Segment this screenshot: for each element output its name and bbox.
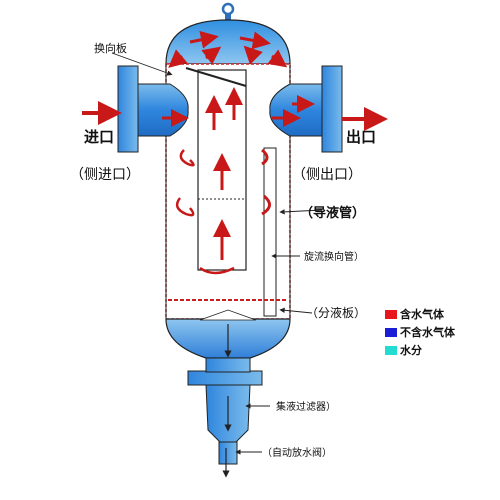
outlet-label: 出口 xyxy=(346,128,377,146)
leader-lines xyxy=(111,52,323,455)
gas-flow-arrows xyxy=(82,30,315,275)
legend-label: 含水气体 xyxy=(400,308,444,321)
legend-swatch xyxy=(385,327,397,337)
water-flow-arrows xyxy=(222,324,232,478)
separator-plate-label: （分液板） xyxy=(306,306,367,320)
legend-item-humid-gas: 含水气体 xyxy=(385,306,444,322)
guide-tube-label: （导液管） xyxy=(300,206,366,221)
lifting-eye-icon xyxy=(221,2,235,20)
legend-label: 水分 xyxy=(400,344,422,357)
drain-valve-label: （自动放水阀） xyxy=(262,448,332,459)
drain-valve xyxy=(218,441,238,465)
legend-swatch xyxy=(385,345,397,355)
legend-swatch xyxy=(385,309,397,319)
legend-item-water: 水分 xyxy=(385,342,422,358)
legend-label: 不含水气体 xyxy=(400,326,455,339)
baffle-label: 换向板 xyxy=(94,42,127,55)
baffle-plate xyxy=(185,67,247,87)
swirl-tube xyxy=(263,147,277,317)
filter-flange xyxy=(187,370,263,386)
side-inlet-label: （侧进口） xyxy=(70,167,140,183)
side-outlet-label: （侧出口） xyxy=(292,167,362,183)
legend-item-dry-gas: 不含水气体 xyxy=(385,324,455,340)
inlet-label: 进口 xyxy=(84,128,115,146)
filter-label: 集液过滤器） xyxy=(276,402,336,413)
swirl-tube-label: 旋流换向管） xyxy=(304,252,364,263)
